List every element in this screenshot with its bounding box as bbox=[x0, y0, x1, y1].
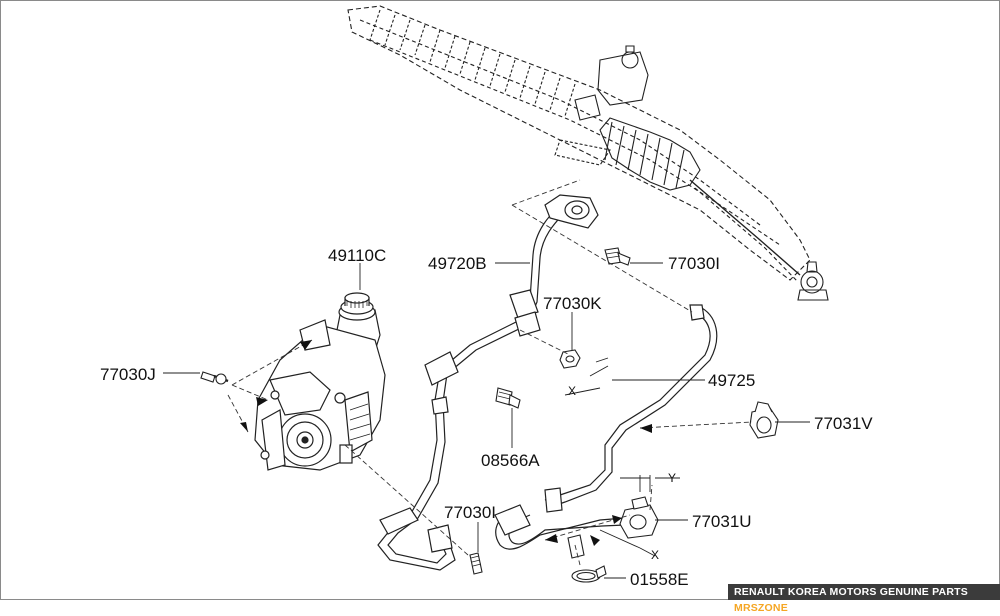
label-77030I-bottom: 77030I bbox=[444, 503, 496, 522]
label-leaders bbox=[163, 262, 810, 579]
label-49720B: 49720B bbox=[428, 254, 487, 273]
clamp-01558E bbox=[567, 534, 607, 583]
dimension-x-upper: X bbox=[568, 384, 576, 398]
footer-text: RENAULT KOREA MOTORS GENUINE PARTS bbox=[734, 586, 968, 598]
label-77031V: 77031V bbox=[814, 414, 873, 433]
dimension-y: Y bbox=[668, 471, 676, 485]
dimension-markers bbox=[564, 357, 680, 557]
nut-77030K bbox=[559, 349, 581, 369]
arrowheads bbox=[240, 340, 652, 546]
return-hose-49725 bbox=[494, 304, 718, 550]
diagram-canvas: 49110C 77030J 49720B 77030I 77030K 08566… bbox=[100, 5, 873, 589]
label-08566A: 08566A bbox=[481, 451, 540, 470]
label-01558E: 01558E bbox=[630, 570, 689, 589]
footer-banner: RENAULT KOREA MOTORS GENUINE PARTS MRSZO… bbox=[728, 584, 1000, 614]
label-49110C: 49110C bbox=[328, 246, 386, 265]
bolt-77030I-top bbox=[604, 247, 631, 266]
label-77030K: 77030K bbox=[543, 294, 602, 313]
bolt-77030I-bottom bbox=[469, 552, 483, 575]
dimension-x-lower: X bbox=[651, 548, 659, 562]
footer-accent: MRSZONE bbox=[734, 602, 788, 614]
label-77031U: 77031U bbox=[692, 512, 752, 531]
parts-diagram: 49110C 77030J 49720B 77030I 77030K 08566… bbox=[100, 5, 873, 589]
label-77030J: 77030J bbox=[100, 365, 156, 384]
bolt-08566A bbox=[495, 387, 521, 409]
bolt-77030J bbox=[200, 371, 229, 385]
label-49725: 49725 bbox=[708, 371, 755, 390]
clip-77031V bbox=[749, 401, 779, 439]
power-steering-pump bbox=[254, 292, 386, 471]
pressure-hose-49720B bbox=[377, 194, 599, 571]
steering-rack bbox=[347, 5, 829, 301]
diagram-border bbox=[0, 0, 1000, 600]
label-77030I-top: 77030I bbox=[668, 254, 720, 273]
